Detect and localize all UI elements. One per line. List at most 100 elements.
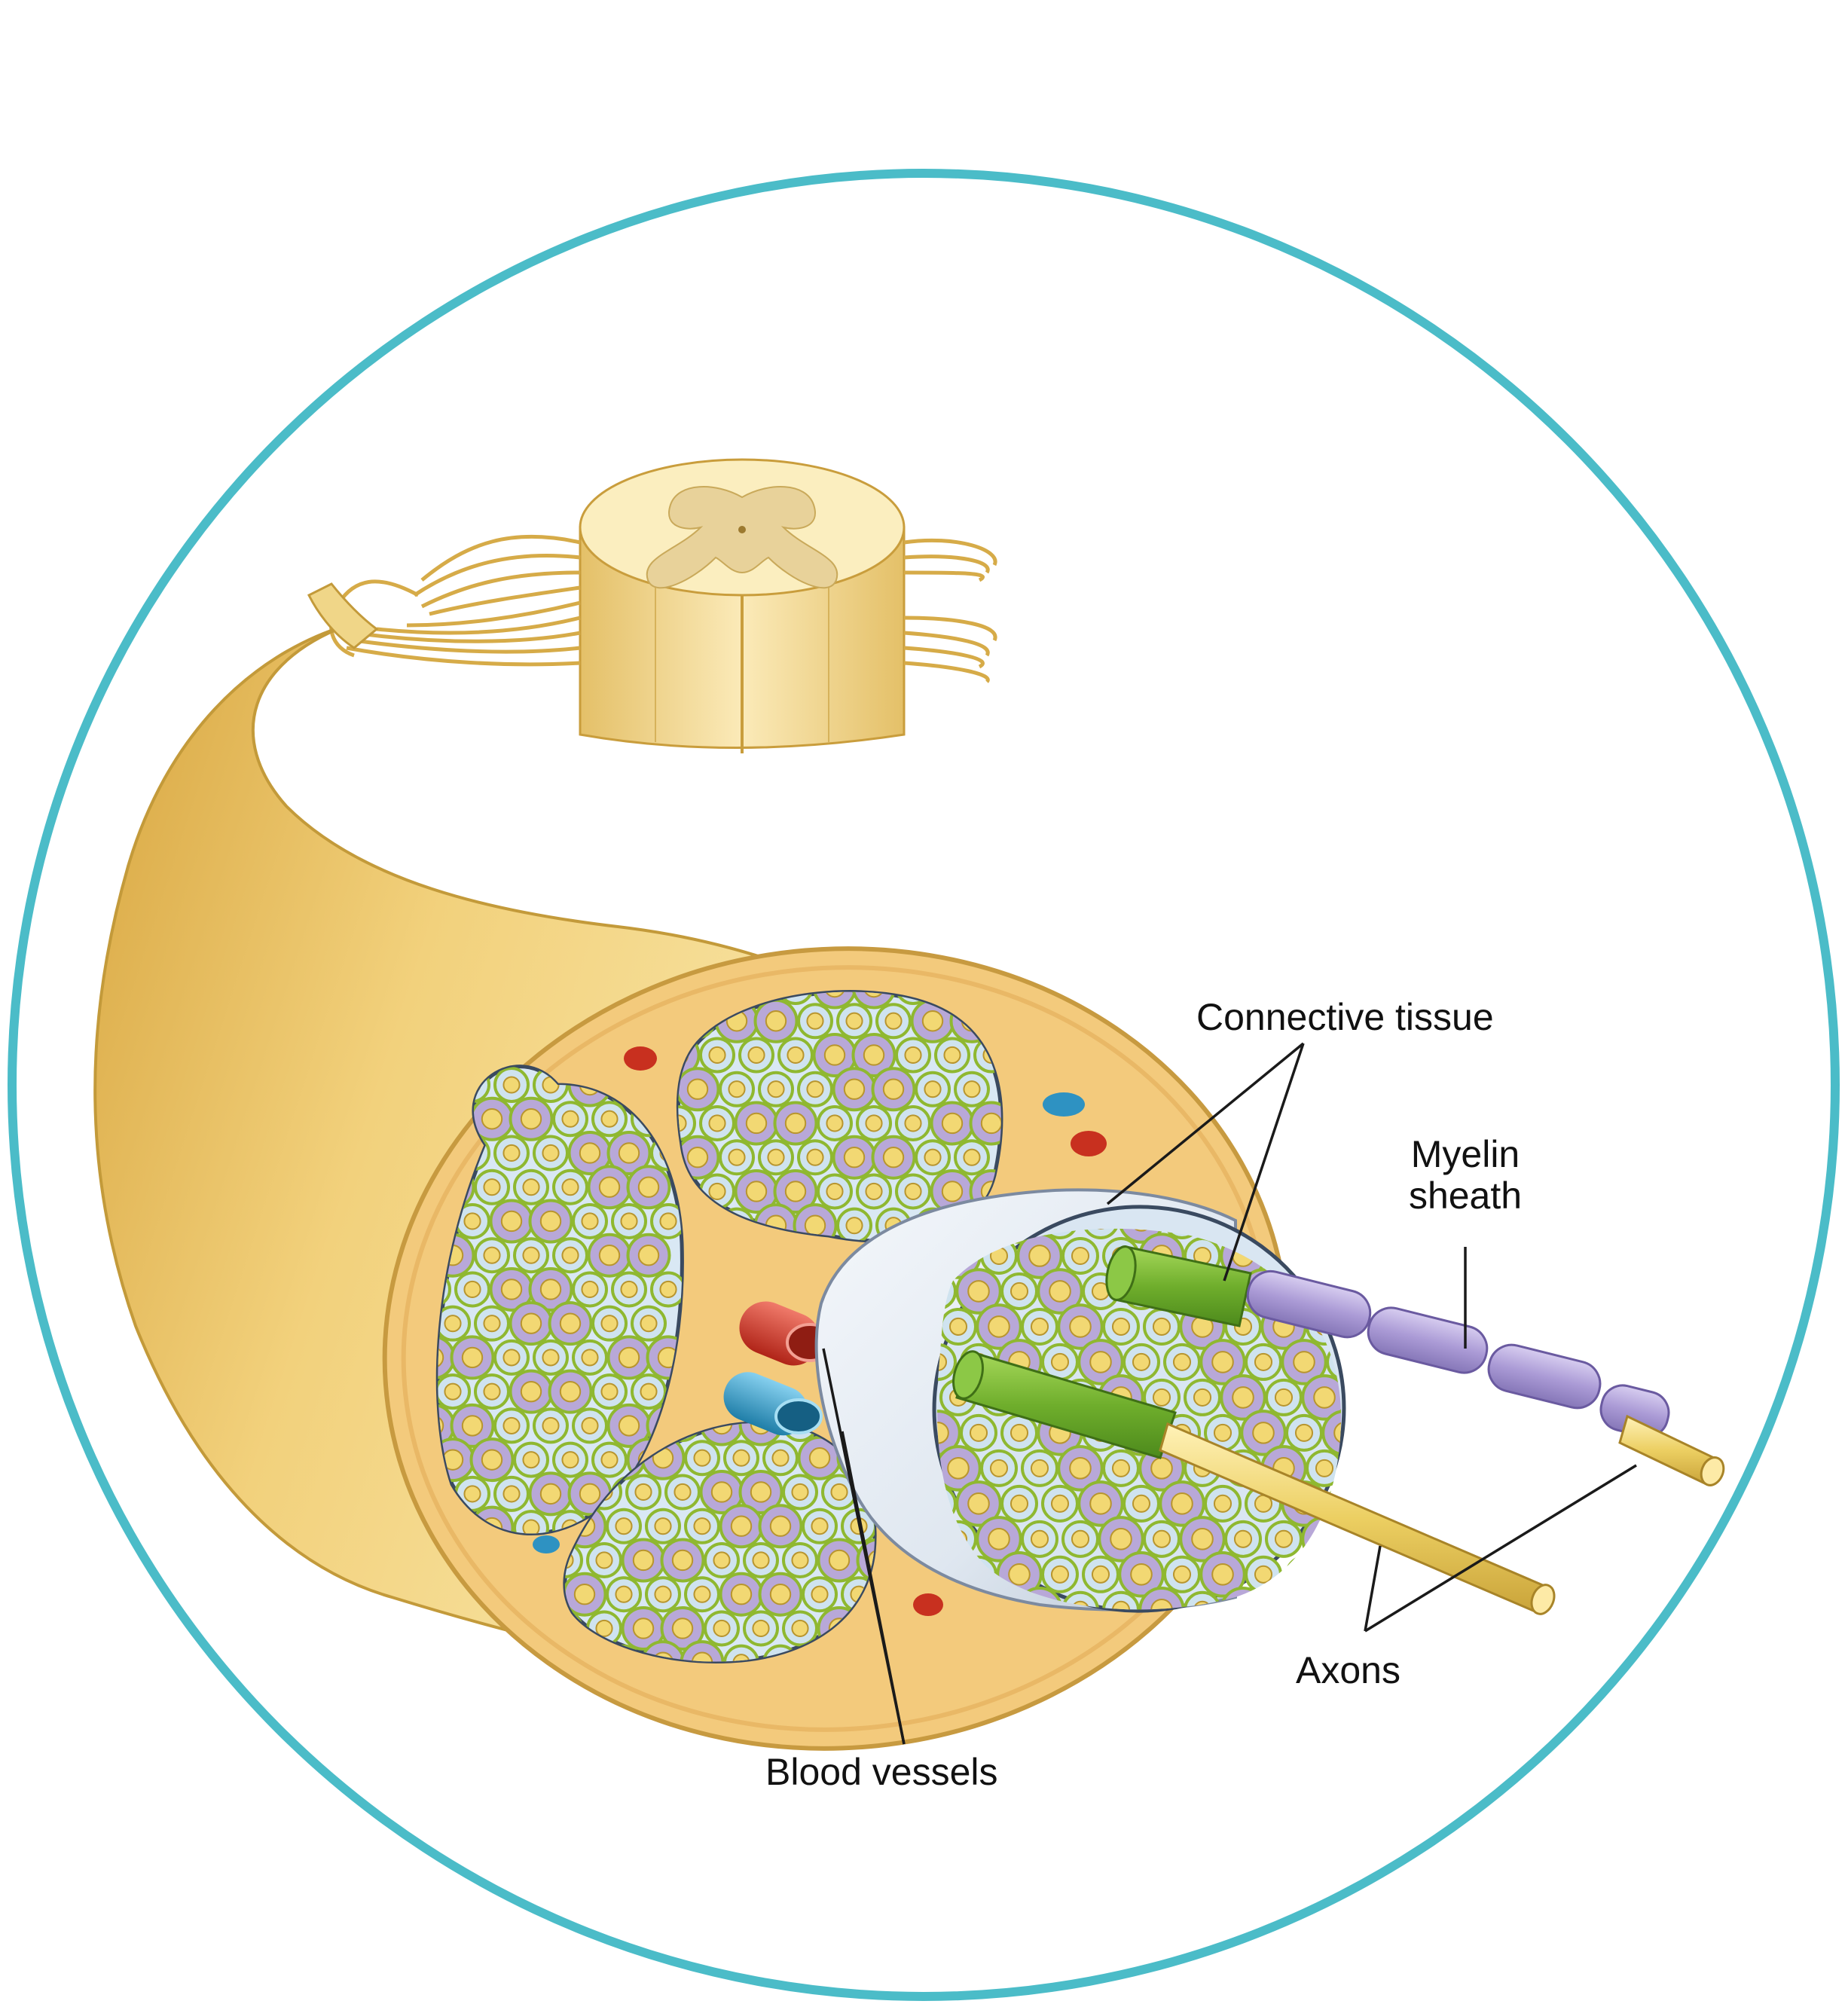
nerve-fiber-axon xyxy=(502,1349,521,1367)
nerve-fiber xyxy=(640,1640,686,1662)
nerve-fiber-axon xyxy=(921,1010,944,1032)
nerve-fiber-axon xyxy=(1252,1422,1275,1444)
nerve-fiber-axon xyxy=(963,1148,981,1166)
nerve-fiber xyxy=(723,1644,759,1662)
nerve-fiber-axon xyxy=(750,1481,772,1503)
nerve-fiber-axon xyxy=(771,1449,790,1467)
nerve-fiber-axon xyxy=(522,1519,540,1534)
nerve-fiber xyxy=(1321,1228,1341,1244)
nerve-fiber-axon xyxy=(713,1551,731,1569)
nerve-fiber-axon xyxy=(520,1380,542,1403)
nerve-fiber-axon xyxy=(1172,1565,1192,1584)
nerve-fiber-axon xyxy=(691,1651,713,1662)
nerve-fiber-axon xyxy=(1150,1457,1173,1480)
nerve-fiber-axon xyxy=(1254,1352,1273,1371)
nerve-fiber-axon xyxy=(542,1416,560,1434)
nerve-fiber-axon xyxy=(1010,1423,1029,1442)
nerve-fiber-axon xyxy=(1211,1563,1234,1586)
nerve-fiber-axon xyxy=(463,1212,481,1230)
nerve-fiber xyxy=(1220,1587,1266,1610)
nerve-fiber xyxy=(1321,1410,1341,1456)
nerve-fiber-axon xyxy=(808,1447,831,1469)
nerve-fiber-axon xyxy=(732,1654,750,1662)
nerve-fiber-axon xyxy=(882,1078,905,1100)
nerve-fiber-axon xyxy=(713,1619,731,1637)
nerve-fiber-axon xyxy=(1211,1351,1234,1373)
nerve-fiber-axon xyxy=(481,1108,503,1130)
nerve-fiber-axon xyxy=(1172,1352,1192,1371)
nerve-fiber-axon xyxy=(1315,1600,1334,1610)
nerve-fiber-axon xyxy=(1193,1388,1212,1407)
nerve-fiber-axon xyxy=(904,1046,922,1065)
nerve-fiber-axon xyxy=(595,1551,613,1569)
nerve-fiber-axon xyxy=(1132,1494,1151,1513)
nerve-fiber-axon xyxy=(483,1246,501,1264)
nerve-fiber-axon xyxy=(559,1380,582,1403)
nerve-fiber-axon xyxy=(1293,1351,1315,1373)
nerve-fiber-axon xyxy=(693,1449,711,1467)
nerve-roots-left xyxy=(329,534,581,667)
nerve-fiber-axon xyxy=(520,1312,542,1334)
nerve-fiber-axon xyxy=(806,1148,824,1166)
nerve-fiber-axon xyxy=(579,1142,601,1164)
vein-small-1 xyxy=(1043,1092,1085,1117)
nerve-fiber-axon xyxy=(904,1114,922,1132)
nerve-fiber-axon xyxy=(988,1528,1010,1550)
nerve-fiber xyxy=(1321,1551,1341,1598)
nerve-fiber xyxy=(1118,1228,1165,1244)
nerve-fiber-axon xyxy=(884,1012,903,1030)
nerve-fiber-axon xyxy=(561,1110,579,1128)
nerve-fiber-axon xyxy=(598,1176,621,1198)
nerve-fiber-axon xyxy=(732,1449,750,1467)
nerve-fiber-axon xyxy=(659,1212,677,1230)
nerve-fiber-axon xyxy=(843,1078,866,1100)
nerve-fiber-axon xyxy=(640,1382,658,1401)
label-blood-vessels: Blood vessels xyxy=(765,1751,998,1793)
nerve-fiber-axon xyxy=(618,1142,640,1164)
nerve-fiber-axon xyxy=(1089,1351,1112,1373)
nerve-fiber-axon xyxy=(765,1010,787,1032)
nerve-fiber xyxy=(1306,1590,1341,1610)
nerve-fiber-axon xyxy=(1130,1228,1153,1232)
nerve-fiber-axon xyxy=(828,1549,851,1572)
nerve-fiber-axon xyxy=(693,1517,711,1535)
vein-small-2 xyxy=(533,1535,560,1553)
nerve-fiber-axon xyxy=(693,1585,711,1603)
nerve-fiber-axon xyxy=(686,1147,709,1168)
nerve-fiber-axon xyxy=(502,1076,521,1094)
nerve-fiber-axon xyxy=(989,1459,1009,1477)
nerve-fiber-axon xyxy=(1091,1565,1110,1584)
nerve-fiber-axon xyxy=(941,1112,964,1135)
nerve-fiber-axon xyxy=(826,1114,844,1132)
nerve-fiber-axon xyxy=(967,1492,990,1515)
nerve-fiber-axon xyxy=(671,1618,694,1639)
nerve-fiber-axon xyxy=(463,1485,481,1503)
nerve-fiber-axon xyxy=(1030,1459,1049,1477)
nerve-fiber-axon xyxy=(752,1619,770,1637)
nerve-fiber-axon xyxy=(1110,1528,1132,1550)
nerve-fiber-axon xyxy=(632,1549,655,1572)
nerve-fiber-axon xyxy=(1069,1457,1092,1480)
nerve-fiber-axon xyxy=(1152,1529,1171,1548)
nerve-fiber-axon xyxy=(502,1416,521,1434)
nerve-fiber-axon xyxy=(522,1178,540,1196)
nerve-fiber-axon xyxy=(1132,1352,1151,1371)
nerve-fiber-axon xyxy=(708,1114,726,1132)
nerve-fiber-axon xyxy=(1232,1598,1254,1610)
nerve-fiber-axon xyxy=(806,1080,824,1098)
nerve-fiber-axon xyxy=(502,1485,521,1503)
nerve-fiber-axon xyxy=(539,1210,562,1233)
nerve-fiber-axon xyxy=(539,1278,562,1300)
nerve-fiber-axon xyxy=(1213,1423,1233,1442)
axon-lower xyxy=(952,1350,1556,1615)
nerve-fiber-axon xyxy=(1010,1282,1029,1300)
nerve-fiber-axon xyxy=(845,1012,863,1030)
nerve-fiber-axon xyxy=(752,1551,770,1569)
nerve-fiber-axon xyxy=(573,1584,596,1605)
nerve-fiber-axon xyxy=(600,1110,619,1128)
nerve-fiber-axon xyxy=(600,1382,619,1401)
nerve-fiber-axon xyxy=(500,1210,523,1233)
nerve-fiber-axon xyxy=(811,1585,829,1603)
nerve-fiber-axon xyxy=(865,1114,883,1132)
nerve-fiber-axon xyxy=(969,1423,988,1442)
